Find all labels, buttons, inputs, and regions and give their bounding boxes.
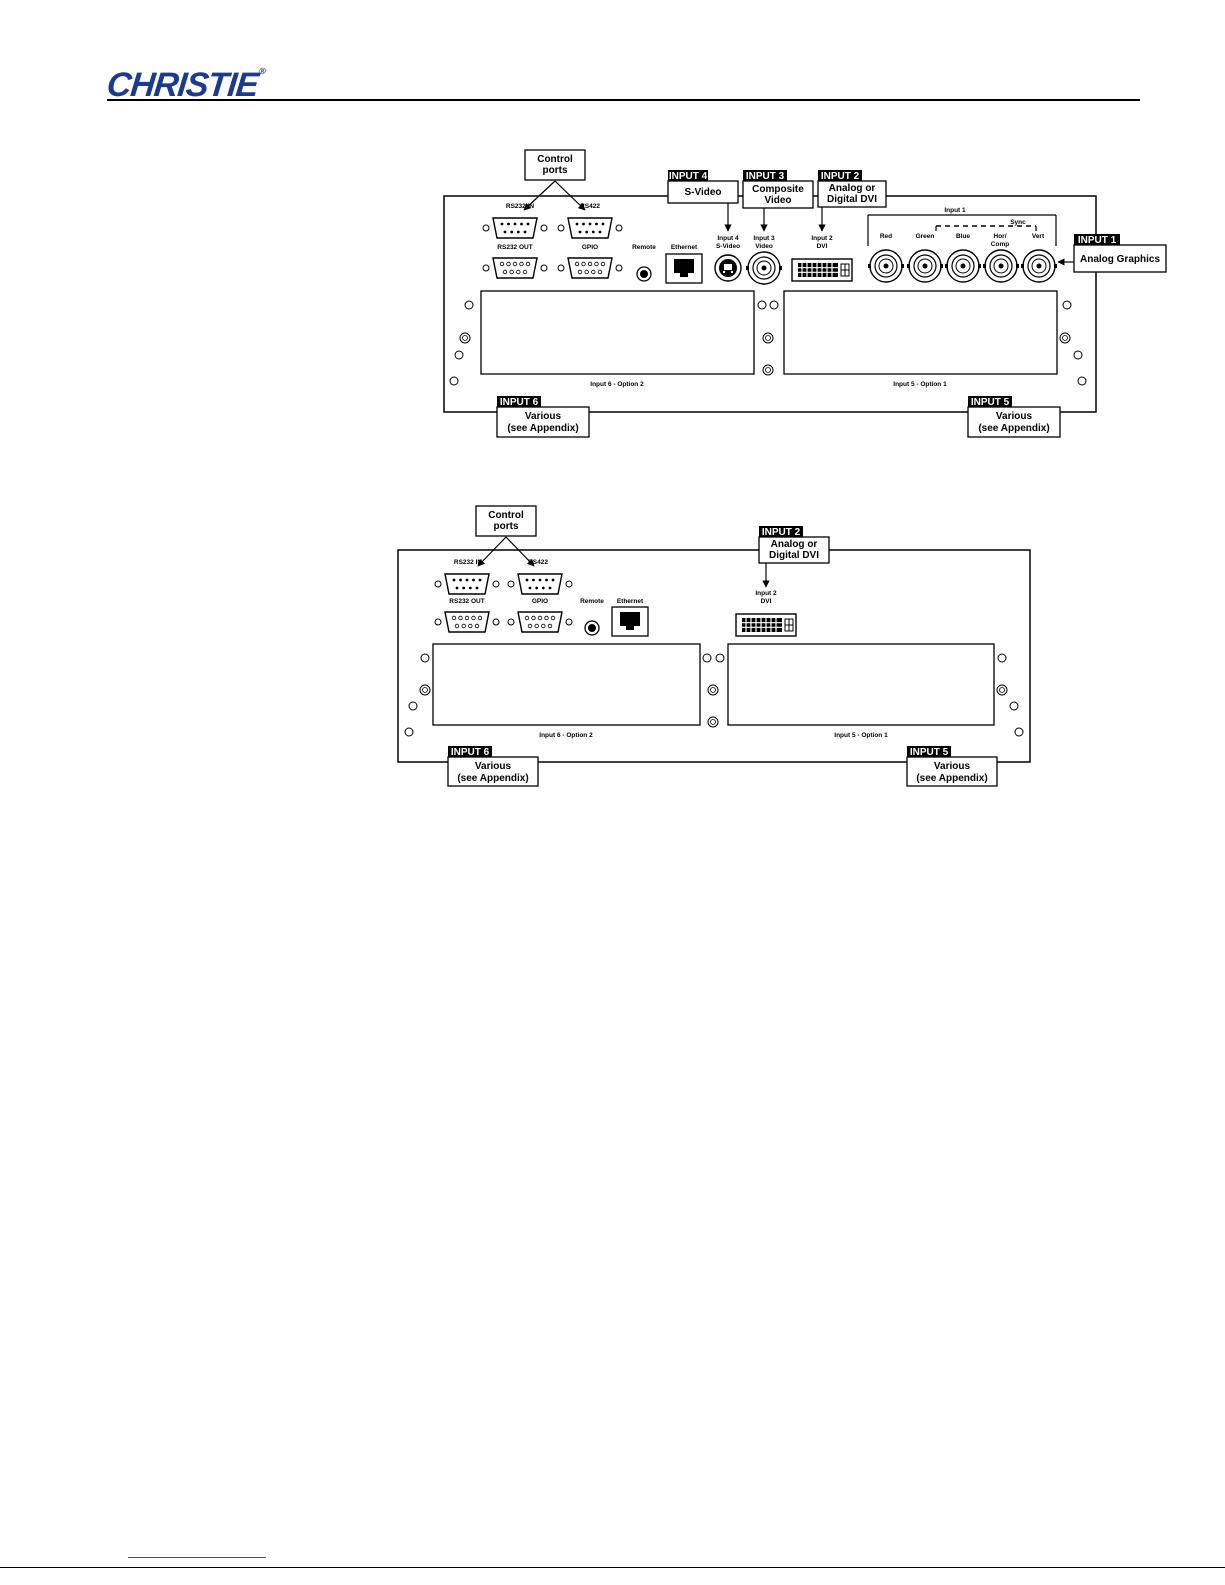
red-label: Red — [880, 233, 892, 240]
control-ports-line2: ports — [543, 165, 568, 176]
input2-tag-bg-2 — [759, 526, 803, 537]
input2-2-desc-line2: Digital DVI — [769, 550, 819, 561]
input3-desc-line2: Video — [764, 195, 791, 206]
input5-2-desc-line2: (see Appendix) — [916, 773, 987, 784]
input6-callout-2 — [447, 756, 539, 787]
input5-tag: INPUT 5 — [971, 397, 1010, 408]
input6-tag-bg-2 — [448, 746, 492, 757]
input6-callout — [496, 406, 590, 438]
green-label: Green — [916, 233, 935, 240]
input4-desc: S-Video — [684, 187, 721, 198]
input6-tag-bg — [497, 396, 541, 407]
input2-tag: INPUT 2 — [821, 171, 860, 182]
input4-tag-bg — [668, 170, 708, 181]
rs232-in-label: RS232 IN — [506, 203, 534, 210]
option1-slot — [783, 290, 1058, 375]
control-ports-2-line2: ports — [494, 521, 519, 532]
control-ports-callout-2 — [475, 505, 537, 537]
input2-desc-line1: Analog or — [829, 183, 876, 194]
input2-label-2-line2: DVI — [761, 598, 772, 605]
input2-2-desc-line1: Analog or — [771, 539, 818, 550]
panel-1: Control ports INPUT 4 S-Video INPUT 3 Co… — [443, 149, 1167, 438]
control-ports-callout — [524, 149, 586, 181]
input4-tag: INPUT 4 — [669, 171, 708, 182]
input5-tag-bg-2 — [907, 746, 951, 757]
input2-label-line1: Input 2 — [811, 235, 833, 242]
footer-rule — [0, 1567, 1225, 1568]
input6-desc-line2: (see Appendix) — [507, 423, 578, 434]
input3-tag: INPUT 3 — [746, 171, 785, 182]
dvi-port-2 — [735, 613, 797, 637]
gpio-label-2: GPIO — [532, 598, 548, 605]
slot-left-label: Input 6 - Option 2 — [590, 381, 644, 388]
input5-callout — [967, 406, 1061, 438]
hor-comp-label-line1: Hor/ — [994, 233, 1007, 240]
input4-label-line2: S-Video — [716, 243, 740, 250]
control-ports-2-line1: Control — [488, 510, 524, 521]
input5-2-desc-line1: Various — [934, 761, 971, 772]
sync-label: Sync — [1010, 219, 1026, 226]
input1-tag: INPUT 1 — [1078, 235, 1117, 246]
ethernet-label-2: Ethernet — [617, 598, 644, 605]
input1-label: Input 1 — [944, 207, 966, 214]
input2-callout-2 — [758, 536, 830, 564]
input5-callout-2 — [906, 756, 998, 787]
input3-label-line1: Input 3 — [753, 235, 775, 242]
input1-desc: Analog Graphics — [1080, 254, 1160, 265]
input3-tag-bg — [743, 170, 787, 181]
input6-tag-2: INPUT 6 — [451, 747, 490, 758]
option1-slot-2 — [727, 643, 995, 726]
input3-label-line2: Video — [755, 243, 773, 250]
input2-desc-line2: Digital DVI — [827, 194, 877, 205]
input5-tag-bg — [968, 396, 1012, 407]
input5-desc-line2: (see Appendix) — [978, 423, 1049, 434]
rs232-out-label-2: RS232 OUT — [449, 598, 484, 605]
slot-right-label: Input 5 - Option 1 — [893, 381, 947, 388]
control-ports-line1: Control — [537, 154, 573, 165]
input6-desc-line1: Various — [525, 411, 562, 422]
dvi-port — [791, 258, 853, 282]
input4-label-line1: Input 4 — [717, 235, 739, 242]
remote-label-2: Remote — [580, 598, 604, 605]
footer-link-underline[interactable] — [128, 1557, 266, 1558]
input2-callout — [817, 180, 887, 208]
vert-label: Vert — [1032, 233, 1045, 240]
ethernet-label: Ethernet — [671, 244, 698, 251]
svideo-port — [714, 254, 742, 282]
rs422-label-2: RS422 — [528, 559, 548, 566]
input6-2-desc-line2: (see Appendix) — [457, 773, 528, 784]
input5-tag-2: INPUT 5 — [910, 747, 949, 758]
remote-label: Remote — [632, 244, 656, 251]
input2-tag-2: INPUT 2 — [762, 527, 801, 538]
gpio-label: GPIO — [582, 244, 598, 251]
option2-slot-2 — [432, 643, 701, 726]
input6-2-desc-line1: Various — [475, 761, 512, 772]
input2-label-line2: DVI — [817, 243, 828, 250]
blue-label: Blue — [956, 233, 970, 240]
input6-tag: INPUT 6 — [500, 397, 539, 408]
slot-right-label-2: Input 5 - Option 1 — [834, 732, 888, 739]
option2-slot — [480, 290, 755, 375]
hor-comp-label-line2: Comp — [991, 241, 1009, 248]
panel-2: Control ports INPUT 2 Analog or Digital … — [397, 505, 1031, 787]
input1-callout — [1073, 244, 1167, 273]
rs422-label: RS422 — [580, 203, 600, 210]
input3-desc-line1: Composite — [752, 184, 804, 195]
input4-callout — [667, 180, 739, 204]
input2-tag-bg — [818, 170, 862, 181]
input2-label-2-line1: Input 2 — [755, 590, 777, 597]
input3-callout — [742, 180, 814, 209]
slot-left-label-2: Input 6 - Option 2 — [539, 732, 593, 739]
input1-tag-bg — [1074, 234, 1120, 245]
rs232-in-label-2: RS232 IN — [454, 559, 482, 566]
input5-desc-line1: Various — [996, 411, 1033, 422]
header-rule — [107, 99, 1140, 101]
rs232-out-label: RS232 OUT — [497, 244, 532, 251]
